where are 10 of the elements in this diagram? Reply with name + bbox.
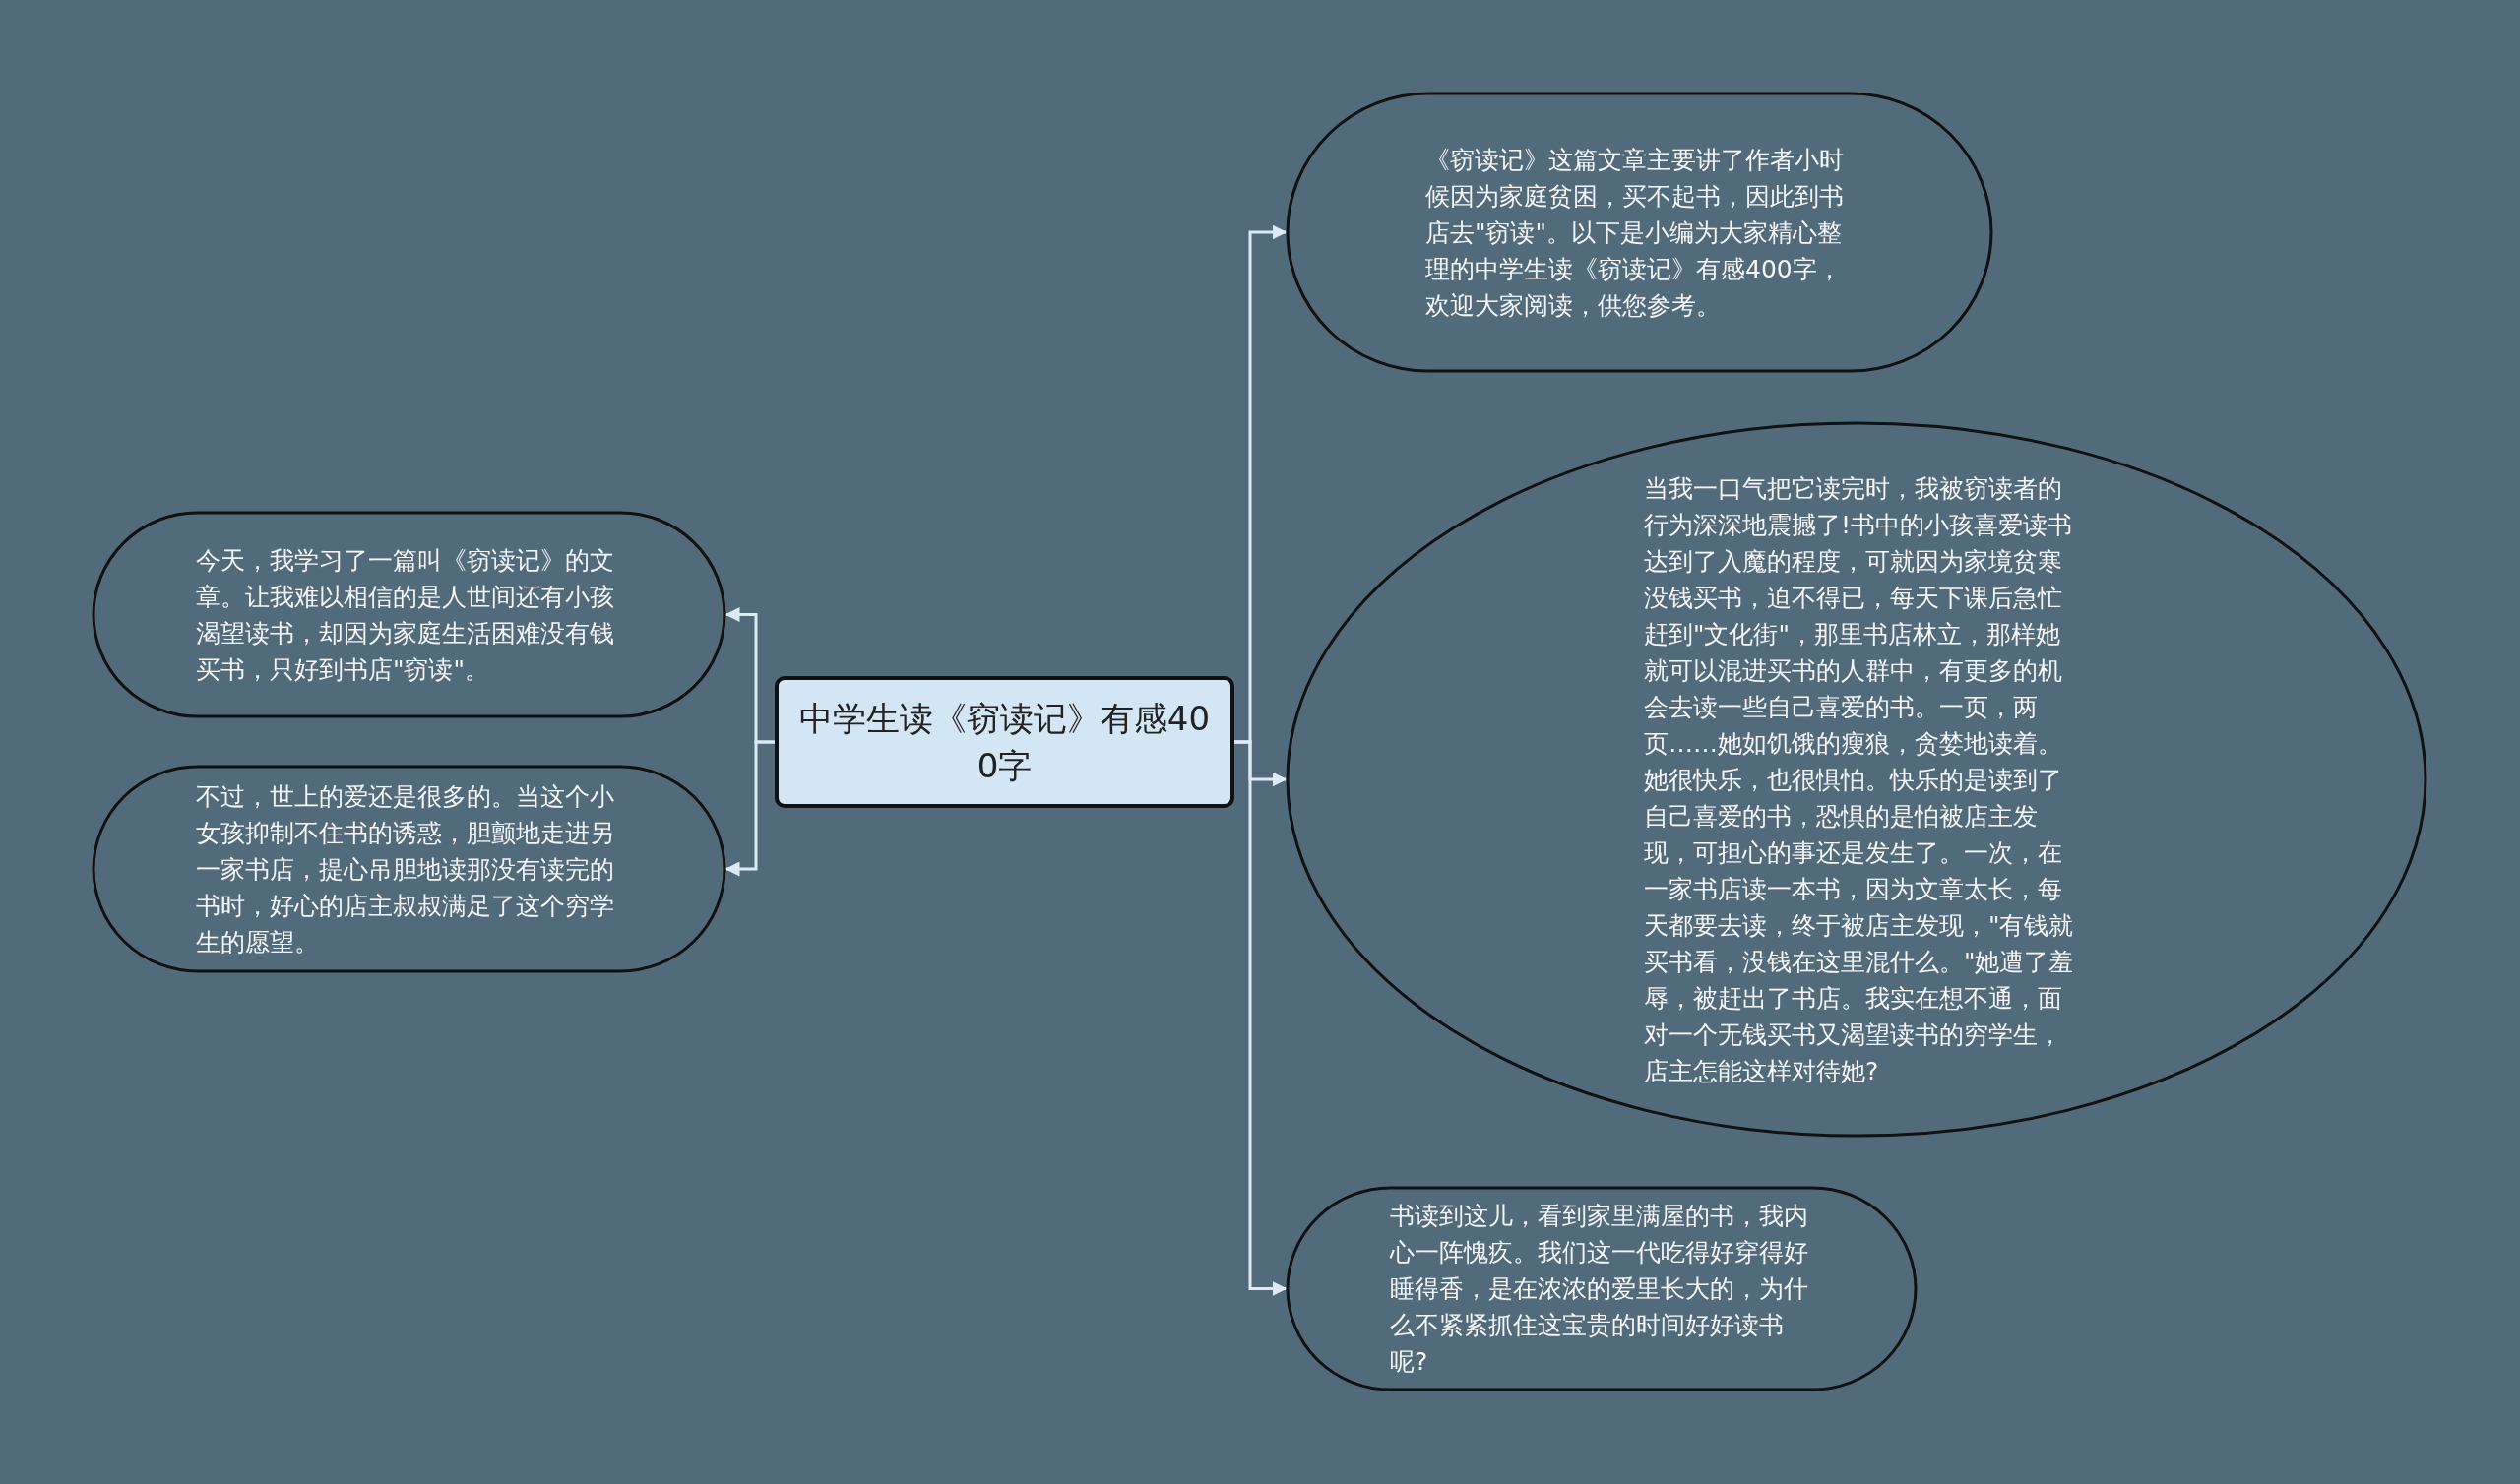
topic-box (775, 676, 1234, 808)
node-text: 今天，我学习了一篇叫《窃读记》的文章。让我难以相信的是人世间还有小孩渴望读书，却因为家庭生活困难没有钱买书，只好到书店"窃读"。 (196, 544, 615, 686)
node-text: 《窃读记》这篇文章主要讲了作者小时候因为家庭贫困，买不起书，因此到书店去"窃读"。以下是小编为大家精心整理的中学生读《窃读记》有感400字，欢迎大家阅读，供您参考。 (1425, 144, 1845, 322)
rounded-node (1286, 421, 2427, 1138)
connector-arrow (1234, 740, 1288, 1296)
topic-title: 中学生读《窃读记》有感400字 (797, 698, 1212, 787)
node-text: 不过，世上的爱还是很多的。当这个小女孩抑制不住书的诱惑，胆颤地走进另一家书店，提心吊胆地读那没有读完的书时，好心的店主叔叔满足了这个穷学生的愿望。 (196, 780, 615, 958)
node-text: 当我一口气把它读完时，我被窃读者的行为深深地震撼了!书中的小孩喜爱读书达到了入魔的程度，可就因为家境贫寒没钱买书，迫不得已，每天下课后急忙赶到"文化街"，那里书店林立，那样她就可以混进买书的人群中，有更多的机会去读一些自己喜爱的书。一页，两页……她如饥饿的瘦狼，贪婪地读着。她很快乐，也很惧怕。快乐的是读到了自己喜爱的书，恐惧的是怕被店主发现，可担心的事还是发生了。一次，在一家书店读一本书，因为文章太长，每天都要去读，终于被店主发现，"有钱就买书看，没钱在这里混什么。"她遭了羞辱，被赶出了书店。我实在想不通，面对一个无钱买书又渴望读书的穷学生，店主怎能这样对待她? (1644, 472, 2075, 1087)
node-text: 书读到这儿，看到家里满屋的书，我内心一阵愧疚。我们这一代吃得好穿得好睡得香，是在浓浓的爱里长大的，为什么不紧紧抓住这宝贵的时间好好读书呢? (1390, 1201, 1809, 1378)
connector-arrow (724, 740, 775, 877)
